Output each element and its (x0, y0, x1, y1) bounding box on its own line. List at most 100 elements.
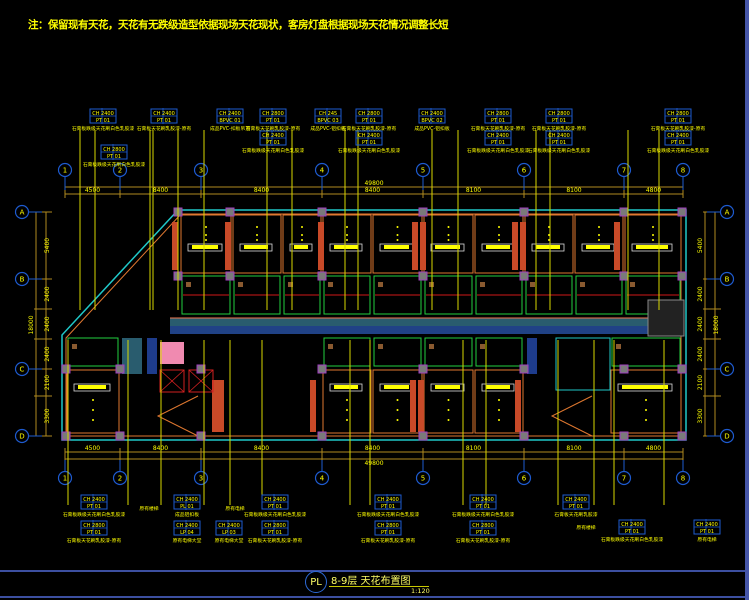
light-panel-fill (192, 245, 218, 249)
grid-label: 7 (622, 475, 626, 483)
tag-material: PT 01 (268, 530, 282, 536)
tag-material: BPVC 03 (317, 118, 338, 124)
dim-label: 8400 (365, 445, 380, 452)
light-panel-fill (244, 245, 268, 249)
tag-material: PT 01 (491, 118, 505, 124)
light-panel-fill (384, 245, 409, 249)
downlight (447, 234, 450, 236)
grid-bubble-icon (57, 162, 73, 178)
column (115, 431, 125, 441)
tag-label: 石膏板跌级天花刷白色乳胶漆 (467, 147, 530, 154)
grid-label: 5 (421, 167, 425, 175)
downlight (346, 234, 348, 236)
dim-label: 5400 (697, 238, 704, 253)
dim-label: 4800 (646, 445, 661, 452)
shaft (527, 338, 537, 374)
downlight (396, 239, 399, 241)
tag-label: 成品PVC-铝扣板 (310, 125, 345, 132)
downlight (598, 226, 600, 228)
tag-material: LP 04 (180, 530, 194, 536)
tag-material: LP 03 (222, 530, 236, 536)
exhaust-fan (72, 344, 77, 349)
dim-label: 2400 (697, 286, 704, 301)
downlight (92, 399, 94, 401)
column (619, 271, 629, 281)
exhaust-fan (580, 282, 585, 287)
tag-ch: CH 2400 (696, 522, 718, 528)
grid-bubble-icon (616, 470, 632, 486)
dim-label: 8400 (254, 187, 269, 194)
tag-ch: CH 2400 (153, 111, 175, 117)
dim-label: 4500 (85, 445, 100, 452)
grid-label: B (20, 276, 25, 284)
column (418, 431, 428, 441)
grid-label: A (20, 209, 25, 217)
light-panel-fill (334, 245, 358, 249)
light-panel-fill (636, 245, 668, 249)
column (619, 431, 629, 441)
tag-material: PT 01 (362, 118, 376, 124)
dim-label: 2400 (697, 346, 704, 361)
dim-label: 2100 (44, 375, 51, 390)
grid-bubble-icon (14, 204, 30, 220)
title-underline (329, 586, 429, 587)
drawing-title: 8-9层 天花布置图 (331, 576, 411, 587)
column (317, 207, 327, 217)
tag-material: PT 01 (87, 504, 101, 510)
light-panel-fill (586, 245, 610, 249)
stair-room (555, 337, 611, 391)
downlight (652, 239, 654, 241)
grid-label: C (725, 366, 730, 374)
tag-label: 石膏板跌级天花刷白色乳胶漆 (83, 161, 146, 168)
downlight (498, 419, 500, 421)
bathroom (424, 337, 473, 367)
tag-material: PT 01 (476, 530, 490, 536)
dim-label: 2400 (44, 286, 51, 301)
dim-label: 2400 (44, 346, 51, 361)
lobby-ceiling (160, 342, 184, 364)
tag-material: PT 01 (552, 118, 566, 124)
downlight (447, 239, 450, 241)
tag-label: 石膏板跌级天花刷白色乳胶漆 (357, 511, 420, 518)
column (61, 364, 71, 374)
stair (156, 395, 199, 437)
light-panel-fill (294, 245, 308, 249)
grid-bubble-icon (314, 470, 330, 486)
tag-ch: CH 2400 (472, 497, 494, 503)
exhaust-fan (429, 344, 434, 349)
downlight (598, 239, 600, 241)
grid-bubble-icon (675, 470, 691, 486)
light-panel (430, 243, 465, 252)
exhaust-fan (328, 344, 333, 349)
tag-ch: CH 2400 (262, 133, 284, 139)
guest-room (66, 369, 120, 434)
grid-label: 1 (63, 475, 67, 483)
dim-total-label: 18000 (28, 315, 35, 334)
downlight (447, 399, 450, 401)
downlight (652, 226, 654, 228)
exhaust-fan (238, 282, 243, 287)
light-panel (430, 383, 465, 392)
column (418, 207, 428, 217)
grid-bubble-icon (516, 162, 532, 178)
tag-label: 原有电梯 (225, 505, 244, 512)
exhaust-fan (288, 282, 293, 287)
curtain (410, 380, 416, 432)
downlight (498, 226, 500, 228)
column (619, 364, 629, 374)
exhaust-fan (328, 282, 333, 287)
tag-ch: CH 2400 (667, 133, 689, 139)
guest-room (624, 214, 682, 274)
grid-label: 5 (421, 475, 425, 483)
downlight (396, 234, 399, 236)
tag-label: 原有电梯大堂 (173, 537, 202, 544)
tag-ch: CH 2400 (358, 133, 380, 139)
column (317, 271, 327, 281)
